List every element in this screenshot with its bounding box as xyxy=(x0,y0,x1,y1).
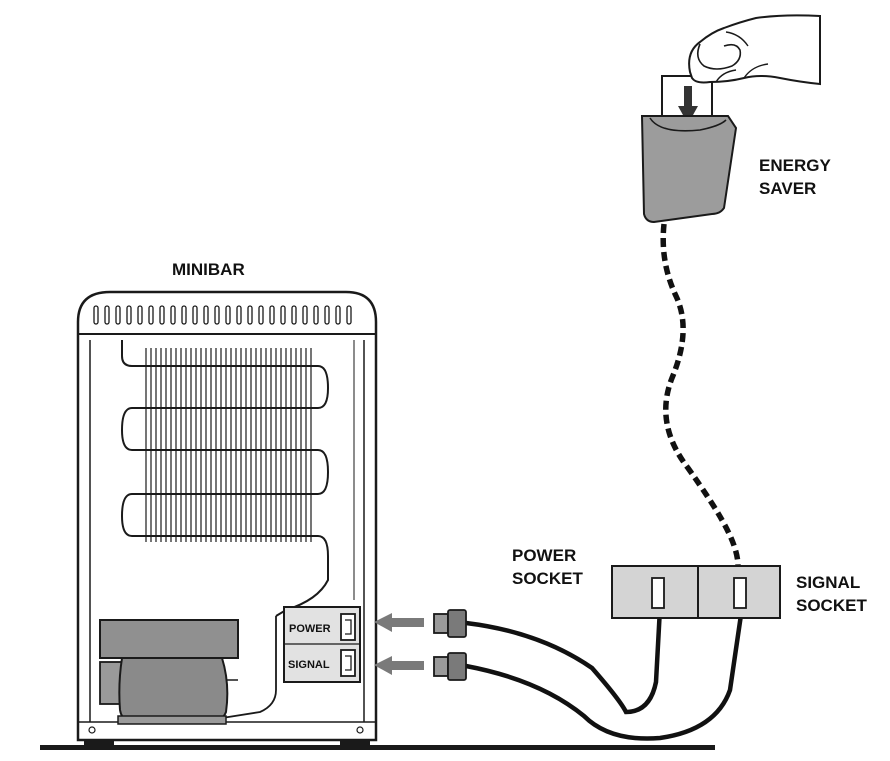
power-cable xyxy=(463,605,663,715)
panel-signal-inlet-slot xyxy=(345,655,352,671)
vent-slot xyxy=(115,305,121,325)
vent-slot xyxy=(258,305,264,325)
energy-saver-cable xyxy=(660,223,741,567)
cables xyxy=(463,223,745,741)
vent-slot xyxy=(324,305,330,325)
vent-slot xyxy=(280,305,286,325)
hand-icon xyxy=(688,14,821,86)
minibar-screw-right xyxy=(356,726,364,734)
vent-slot xyxy=(192,305,198,325)
vent-slot xyxy=(302,305,308,325)
card-arrow-shaft xyxy=(684,86,692,108)
vent-slot xyxy=(104,305,110,325)
vent-slot xyxy=(269,305,275,325)
condenser-coil xyxy=(120,340,330,617)
vent-slot xyxy=(203,305,209,325)
compressor-base xyxy=(117,715,227,725)
coil-to-compressor-pipe xyxy=(221,616,277,719)
energy-saver-label-line1: ENERGY xyxy=(759,156,831,175)
vent-slot xyxy=(236,305,242,325)
minibar-label: MINIBAR xyxy=(172,260,245,279)
power-insert-arrow xyxy=(374,613,424,632)
power-plug-head xyxy=(433,613,449,634)
power-plug-body xyxy=(447,609,467,638)
vent-slot xyxy=(313,305,319,325)
panel-signal-inlet[interactable] xyxy=(340,649,356,677)
panel-signal-label: SIGNAL xyxy=(288,659,330,671)
power-socket-slot xyxy=(651,577,665,609)
signal-socket-label-line1: SIGNAL xyxy=(796,573,860,592)
panel-power-label: POWER xyxy=(289,623,331,635)
wall-sockets xyxy=(611,565,781,619)
signal-plug-body xyxy=(447,652,467,681)
vent-slot xyxy=(170,305,176,325)
minibar-screw-left xyxy=(88,726,96,734)
power-plug[interactable] xyxy=(433,609,467,638)
insert-arrows xyxy=(374,613,424,675)
signal-socket-slot xyxy=(733,577,747,609)
vent-slot xyxy=(335,305,341,325)
vent-slot xyxy=(137,305,143,325)
energy-saver-slot xyxy=(649,117,727,132)
panel-power-inlet[interactable] xyxy=(340,613,356,641)
vent-slot xyxy=(126,305,132,325)
hand-finger-lines xyxy=(715,31,769,83)
signal-insert-arrow xyxy=(374,656,424,675)
signal-plug[interactable] xyxy=(433,652,467,681)
hand-thumb xyxy=(696,43,742,70)
minibar-vent-slots xyxy=(93,305,352,325)
vent-slot xyxy=(225,305,231,325)
power-socket-label-line1: POWER xyxy=(512,546,576,565)
power-socket-label-line2: SOCKET xyxy=(512,569,583,588)
vent-slot xyxy=(148,305,154,325)
signal-socket-label-line2: SOCKET xyxy=(796,596,867,615)
floor-line xyxy=(40,745,715,750)
minibar-foot-left xyxy=(84,740,114,746)
minibar-foot-right xyxy=(340,740,370,746)
vent-slot xyxy=(93,305,99,325)
panel-power-inlet-slot xyxy=(345,619,352,635)
compressor-top-plate xyxy=(99,619,239,659)
energy-saver xyxy=(640,14,821,224)
energy-saver-device[interactable] xyxy=(640,115,738,224)
vent-slot xyxy=(291,305,297,325)
condenser-fins xyxy=(145,348,312,542)
vent-slot xyxy=(247,305,253,325)
signal-plug-head xyxy=(433,656,449,677)
signal-cable xyxy=(463,605,745,741)
vent-slot xyxy=(346,305,352,325)
vent-slot xyxy=(181,305,187,325)
compressor-dome xyxy=(118,657,229,723)
minibar: POWER SIGNAL xyxy=(76,290,378,746)
vent-slot xyxy=(214,305,220,325)
vent-slot xyxy=(159,305,165,325)
energy-saver-label-line2: SAVER xyxy=(759,179,816,198)
